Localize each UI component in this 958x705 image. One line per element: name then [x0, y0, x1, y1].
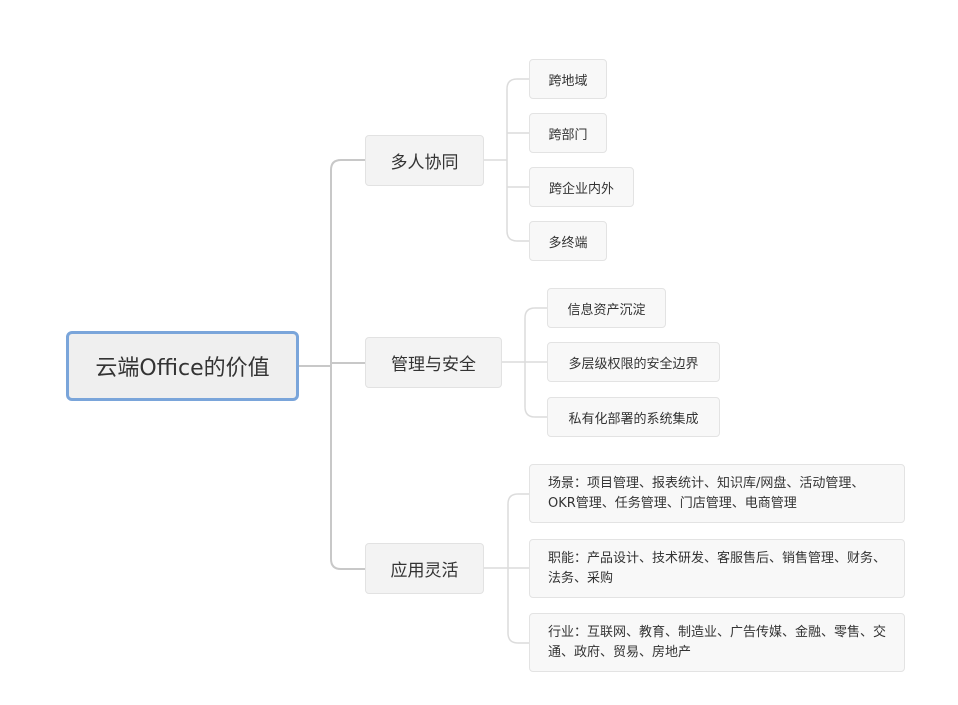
leaf-label: 多层级权限的安全边界 [568, 356, 699, 372]
branch-flexible-application[interactable]: 应用灵活 [365, 543, 484, 594]
leaf-multi-terminal[interactable]: 多终端 [529, 221, 607, 261]
leaf-private-deployment[interactable]: 私有化部署的系统集成 [547, 397, 720, 437]
leaf-label: 场景：项目管理、报表统计、知识库/网盘、活动管理、OKR管理、任务管理、门店管理… [548, 475, 865, 511]
leaf-label: 跨部门 [548, 127, 588, 143]
leaf-label: 私有化部署的系统集成 [568, 411, 699, 427]
leaf-label: 多终端 [548, 235, 588, 251]
leaf-permission-boundary[interactable]: 多层级权限的安全边界 [547, 342, 720, 382]
branch-management-security[interactable]: 管理与安全 [365, 337, 502, 388]
leaf-cross-department[interactable]: 跨部门 [529, 113, 607, 153]
leaf-label: 信息资产沉淀 [567, 302, 646, 318]
root-label: 云端Office的价值 [95, 356, 270, 381]
leaf-functions[interactable]: 职能：产品设计、技术研发、客服售后、销售管理、财务、法务、采购 [529, 539, 905, 598]
leaf-label: 职能：产品设计、技术研发、客服售后、销售管理、财务、法务、采购 [548, 550, 887, 586]
branch-label: 应用灵活 [390, 561, 459, 581]
leaf-label: 跨企业内外 [548, 181, 614, 197]
leaf-cross-enterprise[interactable]: 跨企业内外 [529, 167, 634, 207]
leaf-cross-region[interactable]: 跨地域 [529, 59, 607, 99]
root-node[interactable]: 云端Office的价值 [66, 331, 299, 401]
leaf-label: 行业：互联网、教育、制造业、广告传媒、金融、零售、交通、政府、贸易、房地产 [548, 624, 887, 660]
leaf-label: 跨地域 [548, 73, 588, 89]
branch-label: 多人协同 [390, 153, 459, 173]
branch-label: 管理与安全 [391, 355, 476, 375]
leaf-industries[interactable]: 行业：互联网、教育、制造业、广告传媒、金融、零售、交通、政府、贸易、房地产 [529, 613, 905, 672]
leaf-scenarios[interactable]: 场景：项目管理、报表统计、知识库/网盘、活动管理、OKR管理、任务管理、门店管理… [529, 464, 905, 523]
branch-collaboration[interactable]: 多人协同 [365, 135, 484, 186]
leaf-info-assets[interactable]: 信息资产沉淀 [547, 288, 666, 328]
